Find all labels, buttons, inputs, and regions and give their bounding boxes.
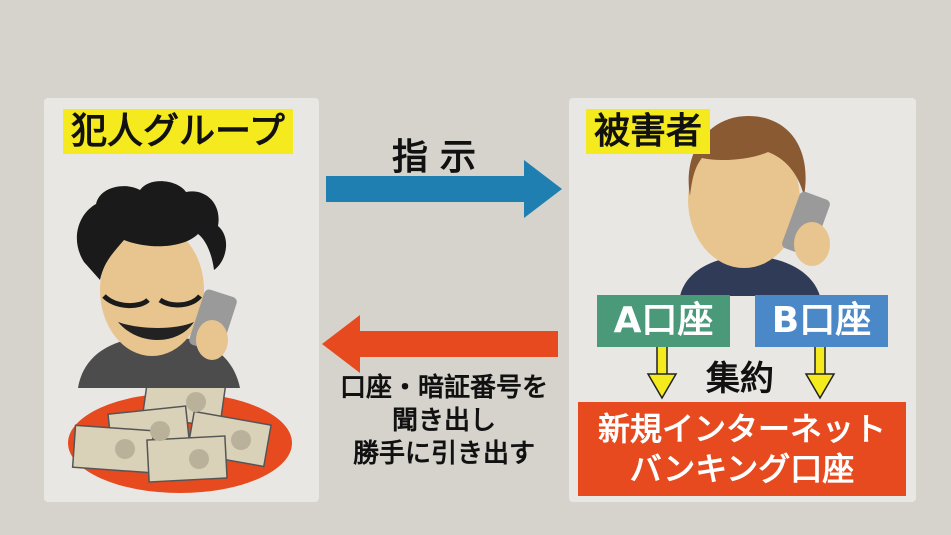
new-account-line: バンキング口座 bbox=[629, 450, 855, 488]
new-account-line: 新規インターネット bbox=[597, 410, 886, 448]
consolidate-label: 集約 bbox=[706, 359, 774, 399]
info-line: 口座・暗証番号を bbox=[339, 373, 548, 403]
info-line: 聞き出し bbox=[391, 406, 496, 436]
cash-bundle-icon bbox=[68, 373, 292, 493]
account-b-box: B口座 bbox=[755, 295, 888, 347]
new-internet-banking-account-box: 新規インターネット バンキング口座 bbox=[578, 402, 906, 496]
victim-figure-icon bbox=[680, 116, 820, 296]
phone-icon bbox=[189, 289, 237, 360]
criminal-group-label: 犯人グループ bbox=[63, 109, 293, 155]
arrow-left-icon bbox=[322, 315, 558, 373]
victim-label: 被害者 bbox=[586, 109, 711, 155]
account-a-box: A口座 bbox=[597, 295, 730, 347]
arrow-down-icon bbox=[646, 345, 678, 400]
arrow-down-icon bbox=[804, 345, 836, 400]
info-line: 勝手に引き出す bbox=[352, 439, 535, 469]
withdrawal-info-text: 口座・暗証番号を 聞き出し 勝手に引き出す bbox=[322, 372, 566, 471]
instruction-label: 指示 bbox=[392, 137, 489, 178]
phone-icon bbox=[782, 191, 830, 266]
arrow-right-icon bbox=[326, 160, 562, 218]
